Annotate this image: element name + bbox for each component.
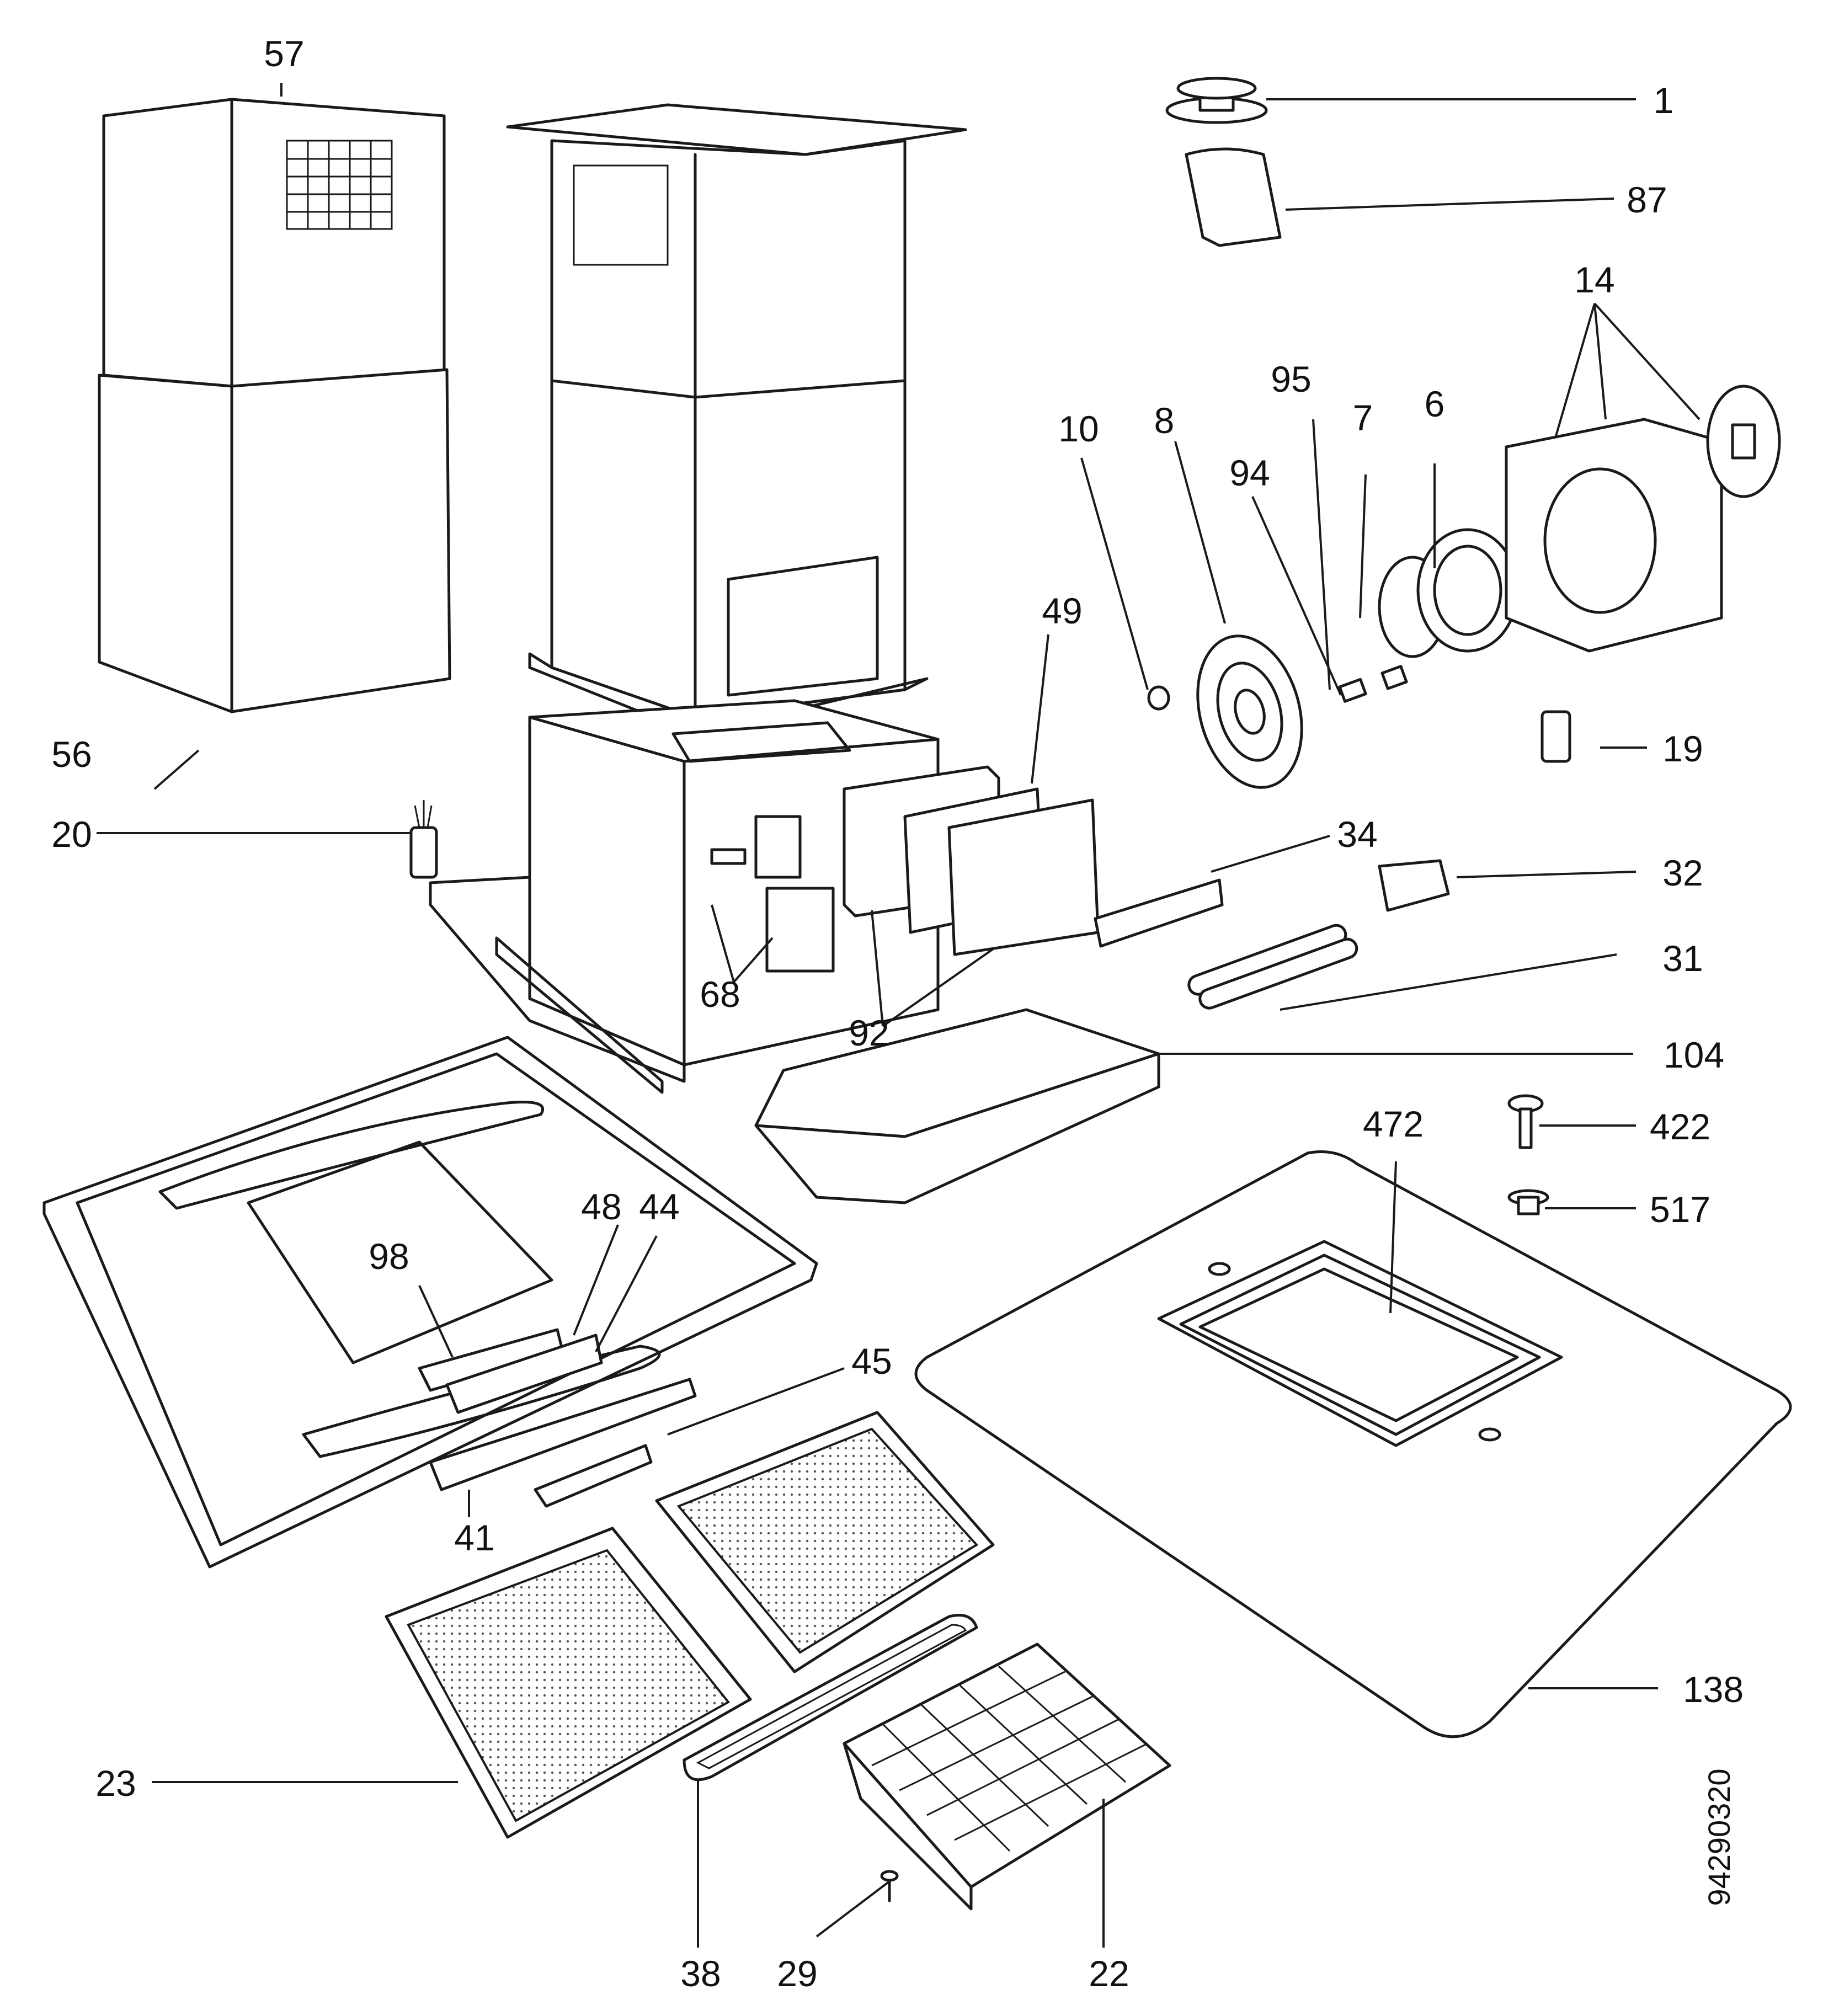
lamp-cover [754, 1008, 1160, 1204]
glass-seal [1179, 1254, 1541, 1436]
chimney-vent-grille [286, 140, 393, 230]
carbon-filter [843, 1642, 1171, 1911]
callout-104: 104 [1664, 1034, 1724, 1075]
callout-94: 94 [1229, 452, 1270, 493]
callout-14: 14 [1574, 259, 1614, 300]
callout-68: 68 [700, 974, 740, 1015]
control-modules [710, 765, 1100, 973]
callout-32: 32 [1662, 852, 1703, 893]
mounting-bolt [1507, 1094, 1544, 1149]
callout-22: 22 [1089, 1953, 1129, 1994]
callout-38: 38 [680, 1953, 721, 1994]
callout-23: 23 [95, 1763, 136, 1804]
document-number: 94290320 [1702, 1768, 1736, 1906]
callout-7: 7 [1353, 397, 1373, 438]
callout-57: 57 [264, 33, 304, 74]
callout-472: 472 [1363, 1103, 1424, 1144]
grease-filter-front [385, 1527, 752, 1839]
duct-collar [1185, 147, 1282, 247]
callout-56: 56 [51, 734, 92, 775]
callout-92: 92 [849, 1012, 889, 1053]
capacitor-right [1541, 710, 1571, 763]
callout-6: 6 [1425, 383, 1445, 424]
callout-29: 29 [777, 1953, 817, 1994]
screw [880, 1870, 899, 1902]
callout-422: 422 [1650, 1106, 1710, 1147]
top-vent-cap [1165, 77, 1268, 124]
callout-87: 87 [1627, 179, 1667, 220]
callout-517: 517 [1650, 1189, 1710, 1230]
callout-1: 1 [1654, 80, 1674, 121]
callout-8: 8 [1154, 400, 1175, 441]
lamp-holder [1094, 878, 1224, 948]
capacitor-left [409, 800, 438, 879]
grease-filter-back [655, 1411, 995, 1673]
callout-31: 31 [1662, 938, 1703, 979]
callout-95: 95 [1271, 359, 1311, 399]
callout-44: 44 [639, 1186, 679, 1227]
callout-19: 19 [1662, 728, 1703, 769]
callout-45: 45 [851, 1341, 892, 1382]
lamp-socket [1378, 859, 1450, 912]
callout-138: 138 [1683, 1669, 1744, 1710]
fluorescent-lamp [1187, 924, 1358, 1010]
callout-98: 98 [369, 1236, 409, 1277]
callout-41: 41 [454, 1517, 494, 1558]
callout-34: 34 [1337, 814, 1377, 855]
callout-labels: 57 1 87 14 95 10 8 7 6 94 49 19 56 20 34… [51, 33, 1744, 1994]
callout-20: 20 [51, 814, 92, 855]
glass-canopy-plate [914, 1150, 1792, 1738]
control-switch-block [418, 1328, 603, 1414]
hood-canopy [42, 1036, 818, 1569]
inner-chimney-frame [506, 103, 967, 735]
callout-10: 10 [1058, 408, 1099, 449]
callout-48: 48 [581, 1186, 621, 1227]
chimney-outer-cover [98, 98, 451, 713]
callout-49: 49 [1042, 590, 1082, 631]
grommet [1507, 1189, 1549, 1215]
blower-assembly [1147, 385, 1781, 789]
leader-lines [97, 83, 1701, 1948]
filter-gasket [683, 1614, 978, 1782]
